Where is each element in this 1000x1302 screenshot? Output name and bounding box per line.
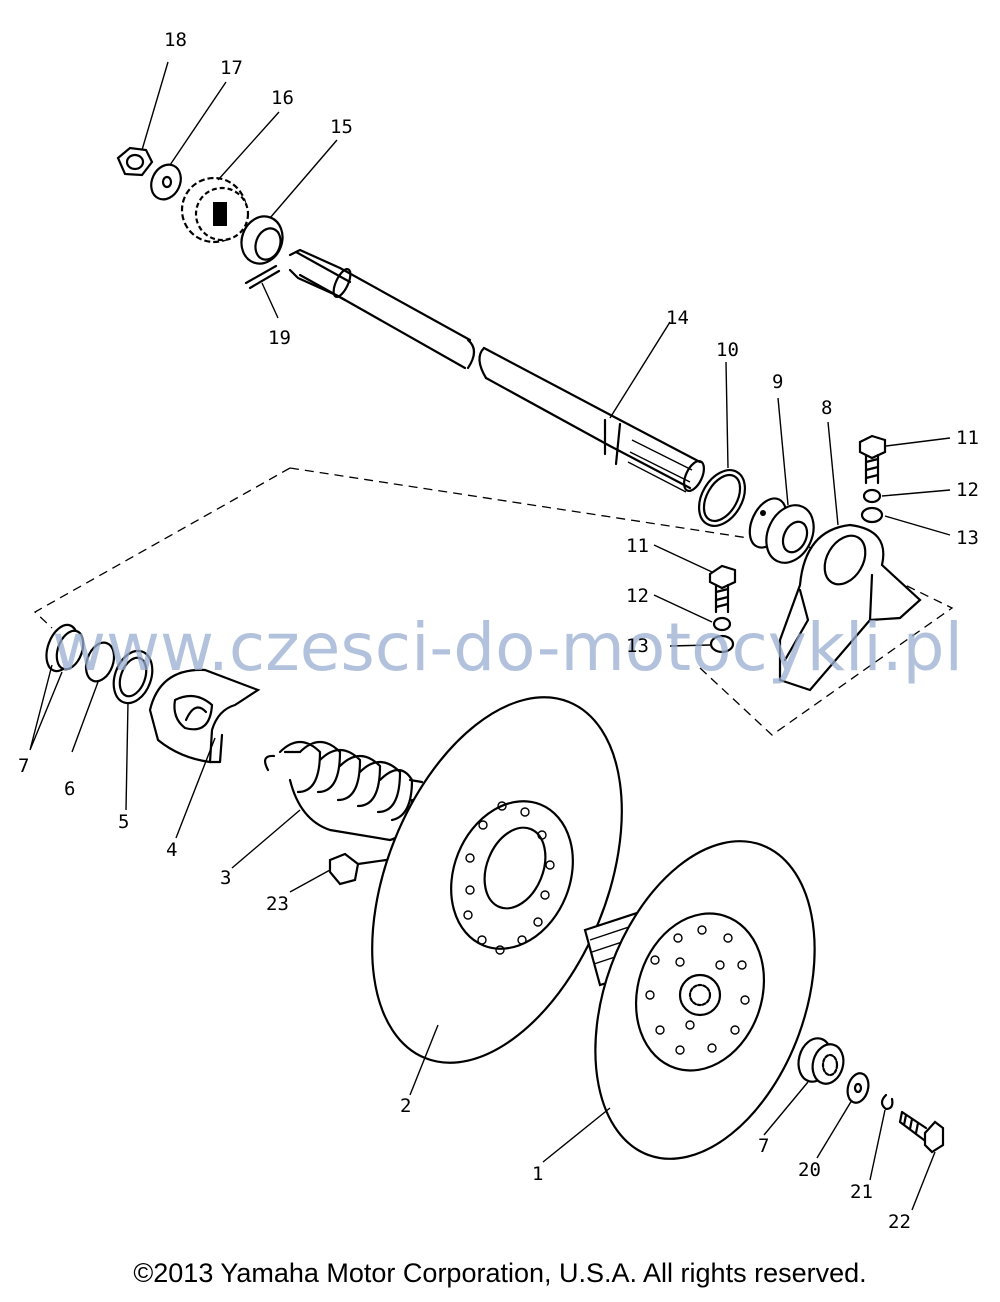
label-16: 16 (271, 87, 294, 109)
label-22: 22 (888, 1211, 911, 1233)
part-14-shaft (288, 248, 706, 493)
part-7-seal-left (45, 623, 85, 673)
part-21-lockwasher (880, 1093, 894, 1111)
label-5: 5 (118, 811, 129, 833)
label-7-left: 7 (18, 755, 29, 777)
part-4-cam (148, 668, 261, 764)
label-17: 17 (220, 57, 243, 79)
assembly-outline (33, 467, 954, 736)
part-10-circlip (697, 469, 747, 527)
part-11-bolt-upper (858, 434, 887, 485)
part-11-bolt-lower (708, 564, 737, 614)
label-7-right: 7 (758, 1135, 769, 1157)
part-17-washer (150, 163, 182, 201)
label-1: 1 (532, 1163, 543, 1185)
part-19-key (244, 264, 281, 290)
label-11-lower: 11 (626, 535, 649, 557)
label-11-upper: 11 (956, 427, 979, 449)
label-10: 10 (716, 339, 739, 361)
part-8-bracket (778, 523, 922, 692)
part-16-sprocket (180, 176, 250, 244)
label-9: 9 (772, 371, 783, 393)
label-3: 3 (220, 867, 231, 889)
label-21: 21 (850, 1181, 873, 1203)
leader-lines (29, 61, 951, 1211)
part-3-spring (264, 740, 424, 842)
label-14: 14 (666, 307, 689, 329)
part-12-lockwasher-lower (712, 616, 732, 632)
part-7-seal-right (797, 1037, 845, 1085)
label-12-lower: 12 (626, 585, 649, 607)
label-2: 2 (400, 1095, 411, 1117)
part-12-lockwasher-upper (862, 488, 882, 504)
label-23: 23 (266, 893, 289, 915)
label-15: 15 (330, 116, 353, 138)
label-19: 19 (268, 327, 291, 349)
label-6: 6 (64, 778, 75, 800)
part-13-washer-lower (709, 634, 735, 654)
copyright-notice: ©2013 Yamaha Motor Corporation, U.S.A. A… (133, 1258, 867, 1288)
label-4: 4 (166, 839, 177, 861)
label-13-lower: 13 (626, 635, 649, 657)
label-18: 18 (164, 29, 187, 51)
part-20-washer (846, 1072, 870, 1104)
label-12-upper: 12 (956, 479, 979, 501)
part-5-shim (112, 649, 154, 705)
part-labels: 18 17 16 15 19 14 10 9 8 11 12 13 11 12 … (18, 29, 979, 1233)
part-1-fixed-sheave (583, 840, 816, 1160)
label-8: 8 (821, 397, 832, 419)
part-9-bearing (748, 497, 815, 564)
label-13-upper: 13 (956, 527, 979, 549)
part-18-nut (116, 146, 154, 177)
part-2-movable-sheave (371, 696, 623, 1064)
part-6-ring (84, 641, 116, 683)
label-20: 20 (798, 1159, 821, 1181)
watermark: www.czesci-do-motocykli.pl (52, 609, 963, 686)
part-22-bolt (898, 1110, 945, 1154)
part-13-washer-upper (860, 506, 884, 524)
